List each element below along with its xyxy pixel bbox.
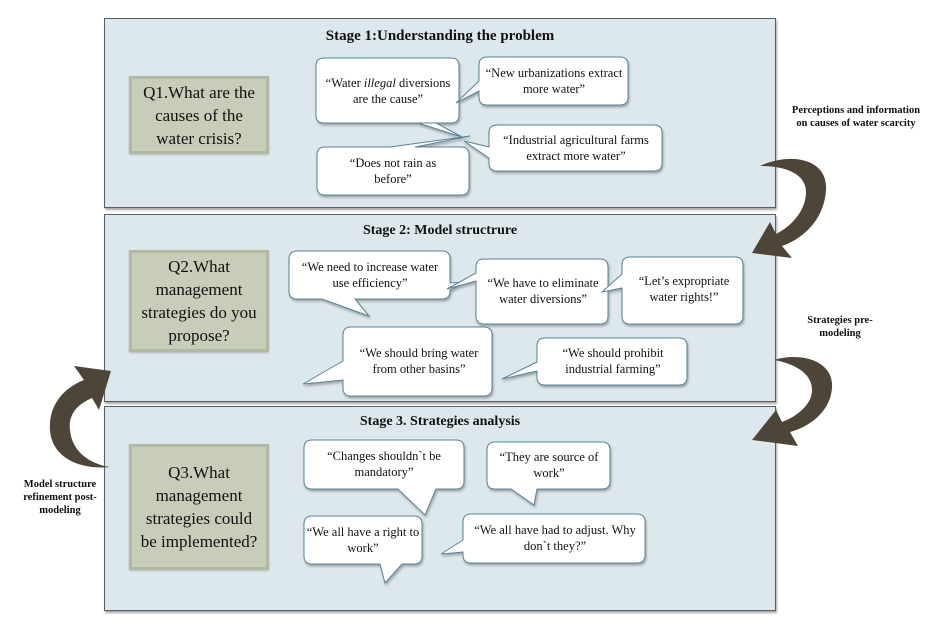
stage-3-title: Stage 3. Strategies analysis — [359, 414, 521, 429]
stage-3-bubble-adjust: “We all have had to adjust. Why don`t th… — [474, 523, 636, 553]
curved-arrow-up-icon — [49, 366, 111, 468]
stage-1-bubble-industrial-farms: “Industrial agricultural farms extract m… — [503, 133, 649, 163]
stage-2-bubble-expropriate: “Let’s expropriate water rights!” — [638, 274, 730, 304]
arrow-label-model-refinement: Model structure refinement post-modeling — [23, 479, 97, 516]
stage-3-bubble-not-mandatory: “Changes shouldn`t be mandatory” — [327, 449, 441, 479]
stage-1-bubble-no-rain: “Does not rain as before” — [349, 156, 437, 186]
stage-2-bubble-other-basins: “We should bring water from other basins… — [359, 346, 479, 376]
bubble-text-emphasis: illegal — [363, 76, 396, 90]
stage-1-question: Q1.What are the causes of the water cris… — [129, 76, 269, 154]
stage-2-title: Stage 2: Model structrure — [362, 223, 518, 238]
stage-1-bubble-urbanizations: “New urbanizations extract more water” — [485, 66, 623, 96]
stage-2-bubble-prohibit-farming: “We should prohibit industrial farming” — [562, 346, 664, 376]
stage-3-bubble-right-to-work: “We all have a right to work” — [306, 525, 420, 555]
arrow-label-strategies-pre-modeling: Strategies pre-modeling — [807, 315, 873, 339]
stage-3-bubble-source-of-work: “They are source of work” — [499, 450, 599, 480]
stage-2-question: Q2.What management strategies do you pro… — [129, 250, 269, 352]
stage-1-bubble-illegal-diversions: “Water illegal diversions are the cause” — [320, 60, 456, 122]
arrow-label-perceptions: Perceptions and information on causes of… — [791, 105, 921, 129]
stage-2-bubble-eliminate-diversions: “We have to eliminate water diversions” — [487, 276, 599, 306]
bubble-text: “Water illegal diversions are the cause” — [320, 75, 456, 107]
stage-1-title: Stage 1:Understanding the problem — [325, 28, 555, 44]
stage-3-question: Q3.What management strategies could be i… — [129, 444, 269, 570]
bubble-text-post: diversions are the cause” — [352, 76, 451, 106]
stage-2-bubble-efficiency: “We need to increase water use efficienc… — [301, 260, 439, 290]
stage-3-panel: Stage 3. Strategies analysis Q3.What man… — [104, 406, 776, 611]
bubble-text-pre: “Water — [325, 76, 364, 90]
